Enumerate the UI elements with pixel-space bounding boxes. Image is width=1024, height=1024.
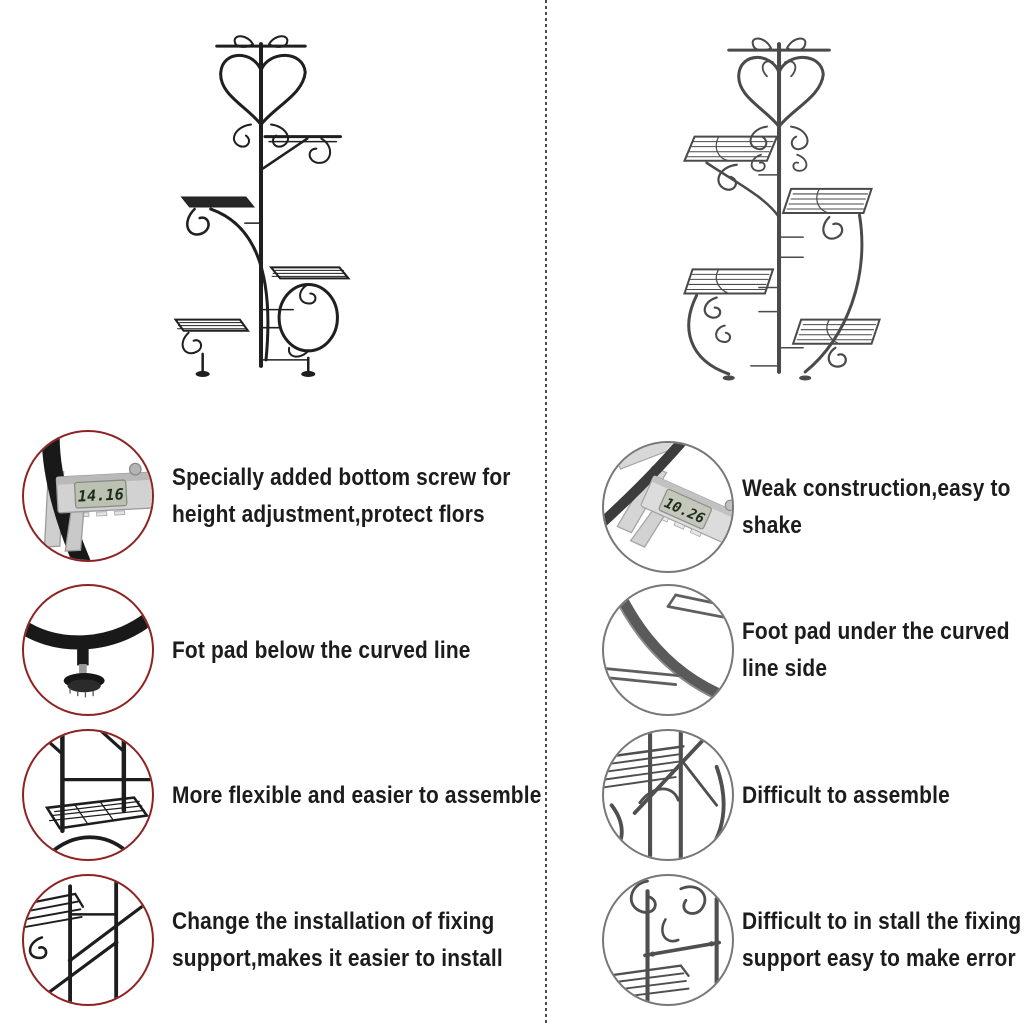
feature-line: Specially added bottom screw for xyxy=(172,464,511,491)
left-feature-text-4: Change the installation of fixing suppor… xyxy=(172,903,503,977)
shelf-frame-icon xyxy=(22,729,154,861)
feature-line: Difficult to assemble xyxy=(742,781,950,809)
assembly-detail-drawing xyxy=(604,731,726,859)
shelf-frame-icon xyxy=(602,729,734,861)
fixing-scroll-detail-drawing xyxy=(604,879,721,1004)
black-plant-stand-drawing xyxy=(173,35,351,377)
fixing-scroll-icon xyxy=(602,874,734,1006)
right-feature-text-3: Difficult to assemble xyxy=(742,777,950,814)
left-feature-text-1: Specially added bottom screw for height … xyxy=(172,459,511,533)
feature-line: Foot pad under the curved xyxy=(742,618,1010,645)
right-feature-row-2: Foot pad under the curved line side xyxy=(602,584,1024,716)
fixing-support-detail-drawing xyxy=(24,879,144,1004)
caliper-measurement-icon: 10.26 xyxy=(602,441,734,573)
left-feature-text-3: More flexible and easier to assemble xyxy=(172,777,542,814)
curved-line-detail-drawing xyxy=(604,586,732,705)
dashed-divider xyxy=(545,0,547,1024)
right-feature-text-2: Foot pad under the curved line side xyxy=(742,613,1010,687)
gray-plant-stand-drawing xyxy=(682,37,881,381)
feature-line: shake xyxy=(742,512,803,539)
foot-pad-detail-drawing xyxy=(24,606,152,698)
left-feature-row-1: 14.16 Specially added bottom screw for h… xyxy=(22,430,561,562)
left-plant-stand-image xyxy=(158,26,365,383)
left-feature-row-3: More flexible and easier to assemble xyxy=(22,729,597,861)
feature-line: line side xyxy=(742,655,828,682)
left-feature-row-4: Change the installation of fixing suppor… xyxy=(22,874,552,1006)
caliper-measurement-icon: 14.16 xyxy=(22,430,154,562)
fixing-support-icon xyxy=(22,874,154,1006)
left-feature-row-2: Fot pad below the curved line xyxy=(22,584,515,716)
right-feature-text-1: Weak construction,easy to shake xyxy=(742,470,1011,544)
left-feature-text-2: Fot pad below the curved line xyxy=(172,632,471,669)
feature-line: Weak construction,easy to xyxy=(742,475,1011,502)
caliper-detail-drawing: 14.16 xyxy=(41,432,152,560)
feature-line: More flexible and easier to assemble xyxy=(172,781,542,809)
feature-line: Difficult to in stall the fixing xyxy=(742,908,1022,935)
feature-line: Change the installation of fixing xyxy=(172,908,495,935)
caliper-detail-drawing: 10.26 xyxy=(604,443,732,549)
right-feature-row-1: 10.26 Weak construction,easy to shake xyxy=(602,441,1024,573)
right-plant-stand-image xyxy=(666,24,883,386)
caliper-reading: 14.16 xyxy=(77,485,124,505)
foot-pad-icon xyxy=(22,584,154,716)
feature-line: Fot pad below the curved line xyxy=(172,636,471,664)
curved-line-foot-icon xyxy=(602,584,734,716)
right-feature-row-3: Difficult to assemble xyxy=(602,729,981,861)
shelf-frame-detail-drawing xyxy=(35,731,152,856)
feature-line: support,makes it easier to install xyxy=(172,945,503,972)
feature-line: height adjustment,protect flors xyxy=(172,501,485,528)
feature-line: support easy to make error xyxy=(742,945,1016,972)
right-feature-row-4: Difficult to in stall the fixing support… xyxy=(602,874,1024,1006)
right-feature-text-4: Difficult to in stall the fixing support… xyxy=(742,903,1021,977)
